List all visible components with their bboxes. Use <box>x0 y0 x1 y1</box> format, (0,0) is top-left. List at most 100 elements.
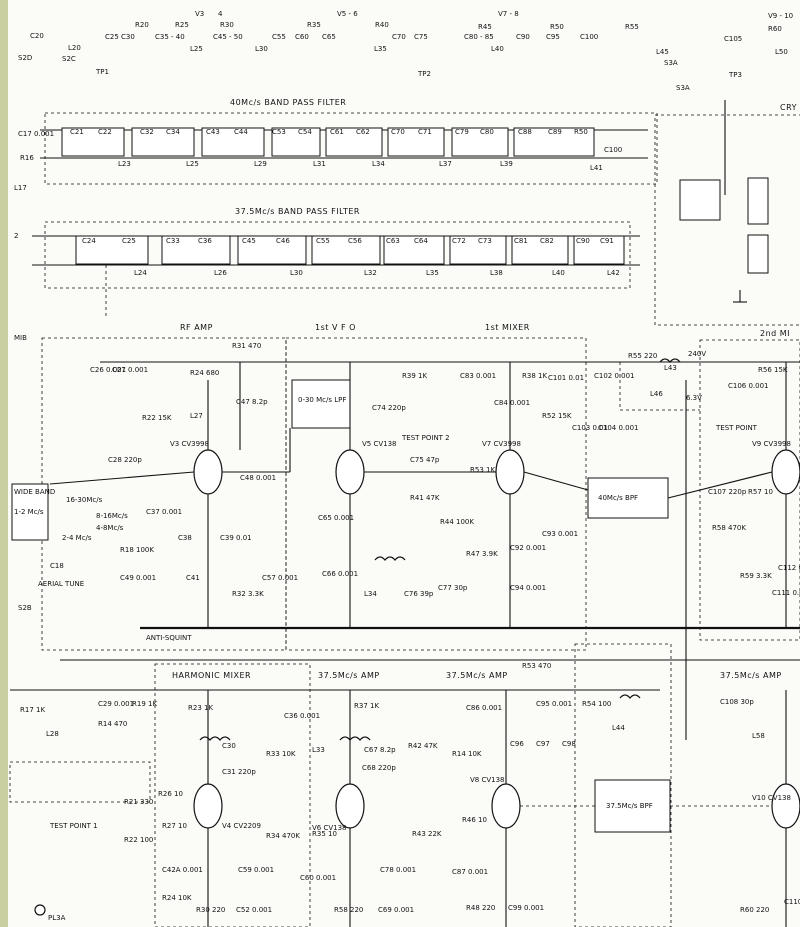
left-margin-strip <box>0 0 8 927</box>
part-label: C108 30p <box>720 698 754 706</box>
part-label: C44 <box>234 128 248 136</box>
top-ref: V5 - 6 <box>337 10 358 18</box>
wiring <box>10 358 787 927</box>
part-label: R14 10K <box>452 750 482 758</box>
top-ref: C60 <box>295 33 309 41</box>
part-label: C84 0.001 <box>494 399 530 407</box>
part-label: 240V <box>688 350 706 358</box>
inductor-l49 <box>747 234 769 274</box>
filter-stage <box>161 235 231 265</box>
part-label: R22 100 <box>124 836 153 844</box>
part-label: R39 1K <box>402 372 427 380</box>
tube-v5 <box>335 449 365 495</box>
part-label: WIDE BAND <box>14 488 55 496</box>
filter-stage <box>75 235 149 265</box>
part-label: R24 10K <box>162 894 192 902</box>
part-label: C30 <box>222 742 236 750</box>
part-label: R32 3.3K <box>232 590 264 598</box>
terminal-label: 2 <box>14 232 18 240</box>
top-ref: C90 <box>516 33 530 41</box>
part-label: C18 <box>50 562 64 570</box>
inductor-label: L31 <box>313 160 326 168</box>
inductor-label: L41 <box>590 164 603 172</box>
filter-stage <box>325 127 383 157</box>
part-label: C56 <box>348 237 362 245</box>
top-ref: L50 <box>775 48 788 56</box>
part-label: C29 0.001 <box>98 700 134 708</box>
top-reference-row: C20 S2D R20 C25 C30 C35 - 40 R25 L20 S2C… <box>18 10 793 79</box>
section-title-amp375b: 37.5Mc/s AMP <box>446 671 508 680</box>
top-ref: C55 <box>272 33 286 41</box>
inductor-label: L24 <box>134 269 147 277</box>
bpf40-frame <box>44 112 658 185</box>
filter-stage <box>131 127 195 157</box>
part-label: L44 <box>612 724 625 732</box>
top-ref: V7 - 8 <box>498 10 519 18</box>
top-ref: L25 <box>190 45 203 53</box>
top-ref: C65 <box>322 33 336 41</box>
lpf-box <box>291 379 351 429</box>
tube-label: V3 CV3998 <box>170 440 209 448</box>
part-label: L58 <box>752 732 765 740</box>
top-ref: C70 <box>392 33 406 41</box>
top-ref: R35 <box>307 21 321 29</box>
part-label: C93 0.001 <box>542 530 578 538</box>
bpf375-frame <box>44 221 631 289</box>
part-label: C28 220p <box>108 456 142 464</box>
top-ref: R25 <box>175 21 189 29</box>
part-label: L28 <box>46 730 59 738</box>
part-label: L46 <box>650 390 663 398</box>
tube-label: V4 CV2209 <box>222 822 261 830</box>
inductor-label: L23 <box>118 160 131 168</box>
part-label: C24 <box>82 237 96 245</box>
part-label: R47 3.9K <box>466 550 498 558</box>
filter-stage <box>387 127 445 157</box>
bpf-40-section: 40Mc/s BAND PASS FILTER C21 C22 C32 C34 … <box>14 98 658 192</box>
part-label: C33 <box>166 237 180 245</box>
crystal-frame <box>654 114 800 326</box>
part-label: R58 470K <box>712 524 746 532</box>
tube-label: V9 CV3998 <box>752 440 791 448</box>
tube-label: V6 CV138 <box>312 824 347 832</box>
part-label: R18 100K <box>120 546 154 554</box>
part-label: C100 <box>604 146 622 154</box>
part-label: R43 22K <box>412 830 442 838</box>
top-ref: L35 <box>374 45 387 53</box>
filter-stage <box>513 127 595 157</box>
part-label: ANTI-SQUINT <box>146 634 192 642</box>
part-label: C37 0.001 <box>146 508 182 516</box>
part-label: C80 <box>480 128 494 136</box>
section-title-amp375c: 37.5Mc/s AMP <box>720 671 782 680</box>
top-ref: R40 <box>375 21 389 29</box>
part-label: R44 100K <box>440 518 474 526</box>
top-ref: S3A <box>664 59 678 67</box>
part-label: C82 <box>540 237 554 245</box>
part-label: C47 8.2p <box>236 398 268 406</box>
tube-v9 <box>771 449 800 495</box>
part-label: R26 10 <box>158 790 183 798</box>
part-label: TEST POINT <box>715 424 758 432</box>
part-label: R30 220 <box>196 906 225 914</box>
part-label: R37 1K <box>354 702 379 710</box>
part-label: L43 <box>664 364 677 372</box>
coil-l28 <box>199 736 231 742</box>
lpf-label: 0-30 Mc/s LPF <box>298 396 346 404</box>
inductor-label: L32 <box>364 269 377 277</box>
part-label: C90 <box>576 237 590 245</box>
part-label: C76 39p <box>404 590 434 598</box>
part-label: 16-30Mc/s <box>66 496 103 504</box>
harmonic-frame <box>154 663 311 927</box>
part-label: C64 <box>414 237 428 245</box>
part-label: C70 <box>391 128 405 136</box>
section-title-harmonic: HARMONIC MIXER <box>172 671 251 680</box>
section-title-mixer2: 2nd MI <box>760 329 790 338</box>
part-label: C67 8.2p <box>364 746 396 754</box>
part-label: C52 0.001 <box>236 906 272 914</box>
part-label: C17 0.001 <box>18 130 54 138</box>
top-ref: TP1 <box>95 68 109 76</box>
part-label: R57 10 <box>748 488 773 496</box>
part-label: C73 <box>478 237 492 245</box>
wire <box>667 471 773 499</box>
part-label: C66 0.001 <box>322 570 358 578</box>
part-label: C54 <box>298 128 312 136</box>
